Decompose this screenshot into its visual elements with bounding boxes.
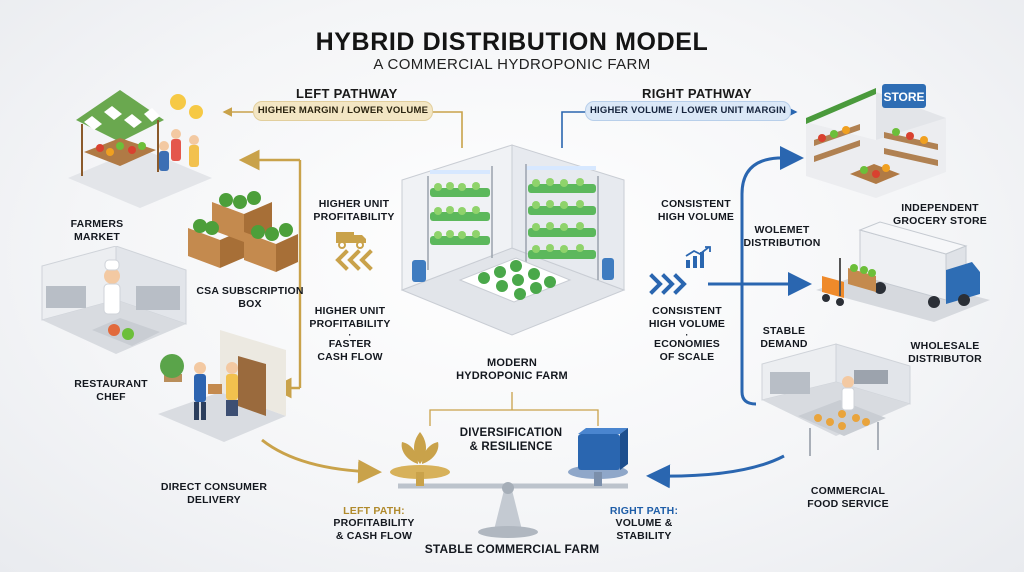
wholesale-truck-illustration [816,221,990,322]
stable-demand-label: STABLE DEMAND [760,325,808,350]
left-pathway-title: LEFT PATHWAY [296,86,398,101]
left-chevrons [335,249,373,271]
left-to-balance-arrow [261,438,382,484]
right-benefit-scale: ECONOMIES OF SCALE [654,338,720,363]
left-benefit-separator: · [348,330,352,340]
right-pathway-tagline: HIGHER VOLUME / LOWER UNIT MARGIN [585,101,791,121]
direct-consumer-label: DIRECT CONSUMER DELIVERY [160,481,268,506]
left-benefit-cash-flow: FASTER CASH FLOW [317,338,383,363]
delivery-truck-icon [336,232,366,249]
direct-delivery-illustration [158,330,286,442]
grocery-store-illustration: STORE [806,84,946,198]
food-service-illustration [761,343,911,456]
page-subtitle: A COMMERCIAL HYDROPONIC FARM [373,56,651,73]
grocery-label: INDEPENDENT GROCERY STORE [892,202,987,227]
wholesale-label: WHOLESALE DISTRIBUTOR [908,340,982,365]
farmers-market-illustration [68,90,212,208]
restaurant-chef-label: RESTAURANT CHEF [74,378,148,403]
restaurant-kitchen-illustration [41,246,187,354]
farm-label: MODERN HYDROPONIC FARM [456,357,568,382]
left-path-body: PROFITABILITY & CASH FLOW [333,517,415,542]
right-benefit-top: CONSISTENT HIGH VOLUME [657,198,735,223]
right-pathway-title: RIGHT PATHWAY [642,86,752,101]
left-benefit-profitability: HIGHER UNIT PROFITABILITY [309,305,391,330]
farmers-market-label: FARMERS MARKET [70,218,124,243]
footer-label: STABLE COMMERCIAL FARM [424,542,600,556]
left-path-head: LEFT PATH: [343,505,405,517]
balance-scale-illustration [390,428,628,538]
csa-box-label: CSA SUBSCRIPTION BOX [196,285,304,310]
csa-box-illustration [188,191,298,272]
store-sign: STORE [883,90,924,104]
growth-chart-icon [685,246,711,268]
right-path-head: RIGHT PATH: [609,505,679,517]
right-chevrons [649,273,687,295]
right-path-body: VOLUME & STABILITY [615,517,673,542]
diversification-label: DIVERSIFICATION & RESILIENCE [459,427,563,453]
wolemet-label: WOLEMET DISTRIBUTION [743,224,821,249]
food-service-label: COMMERCIAL FOOD SERVICE [807,485,889,510]
right-benefit-separator: · [685,330,689,340]
left-pathway-tagline: HIGHER MARGIN / LOWER VOLUME [253,101,433,121]
right-to-balance-arrow [646,454,785,489]
hydroponic-farm-illustration [400,144,626,336]
page-title: HYBRID DISTRIBUTION MODEL [315,28,709,56]
right-benefit-volume: CONSISTENT HIGH VOLUME [648,305,726,330]
left-benefit-top: HIGHER UNIT PROFITABILITY [313,198,395,223]
